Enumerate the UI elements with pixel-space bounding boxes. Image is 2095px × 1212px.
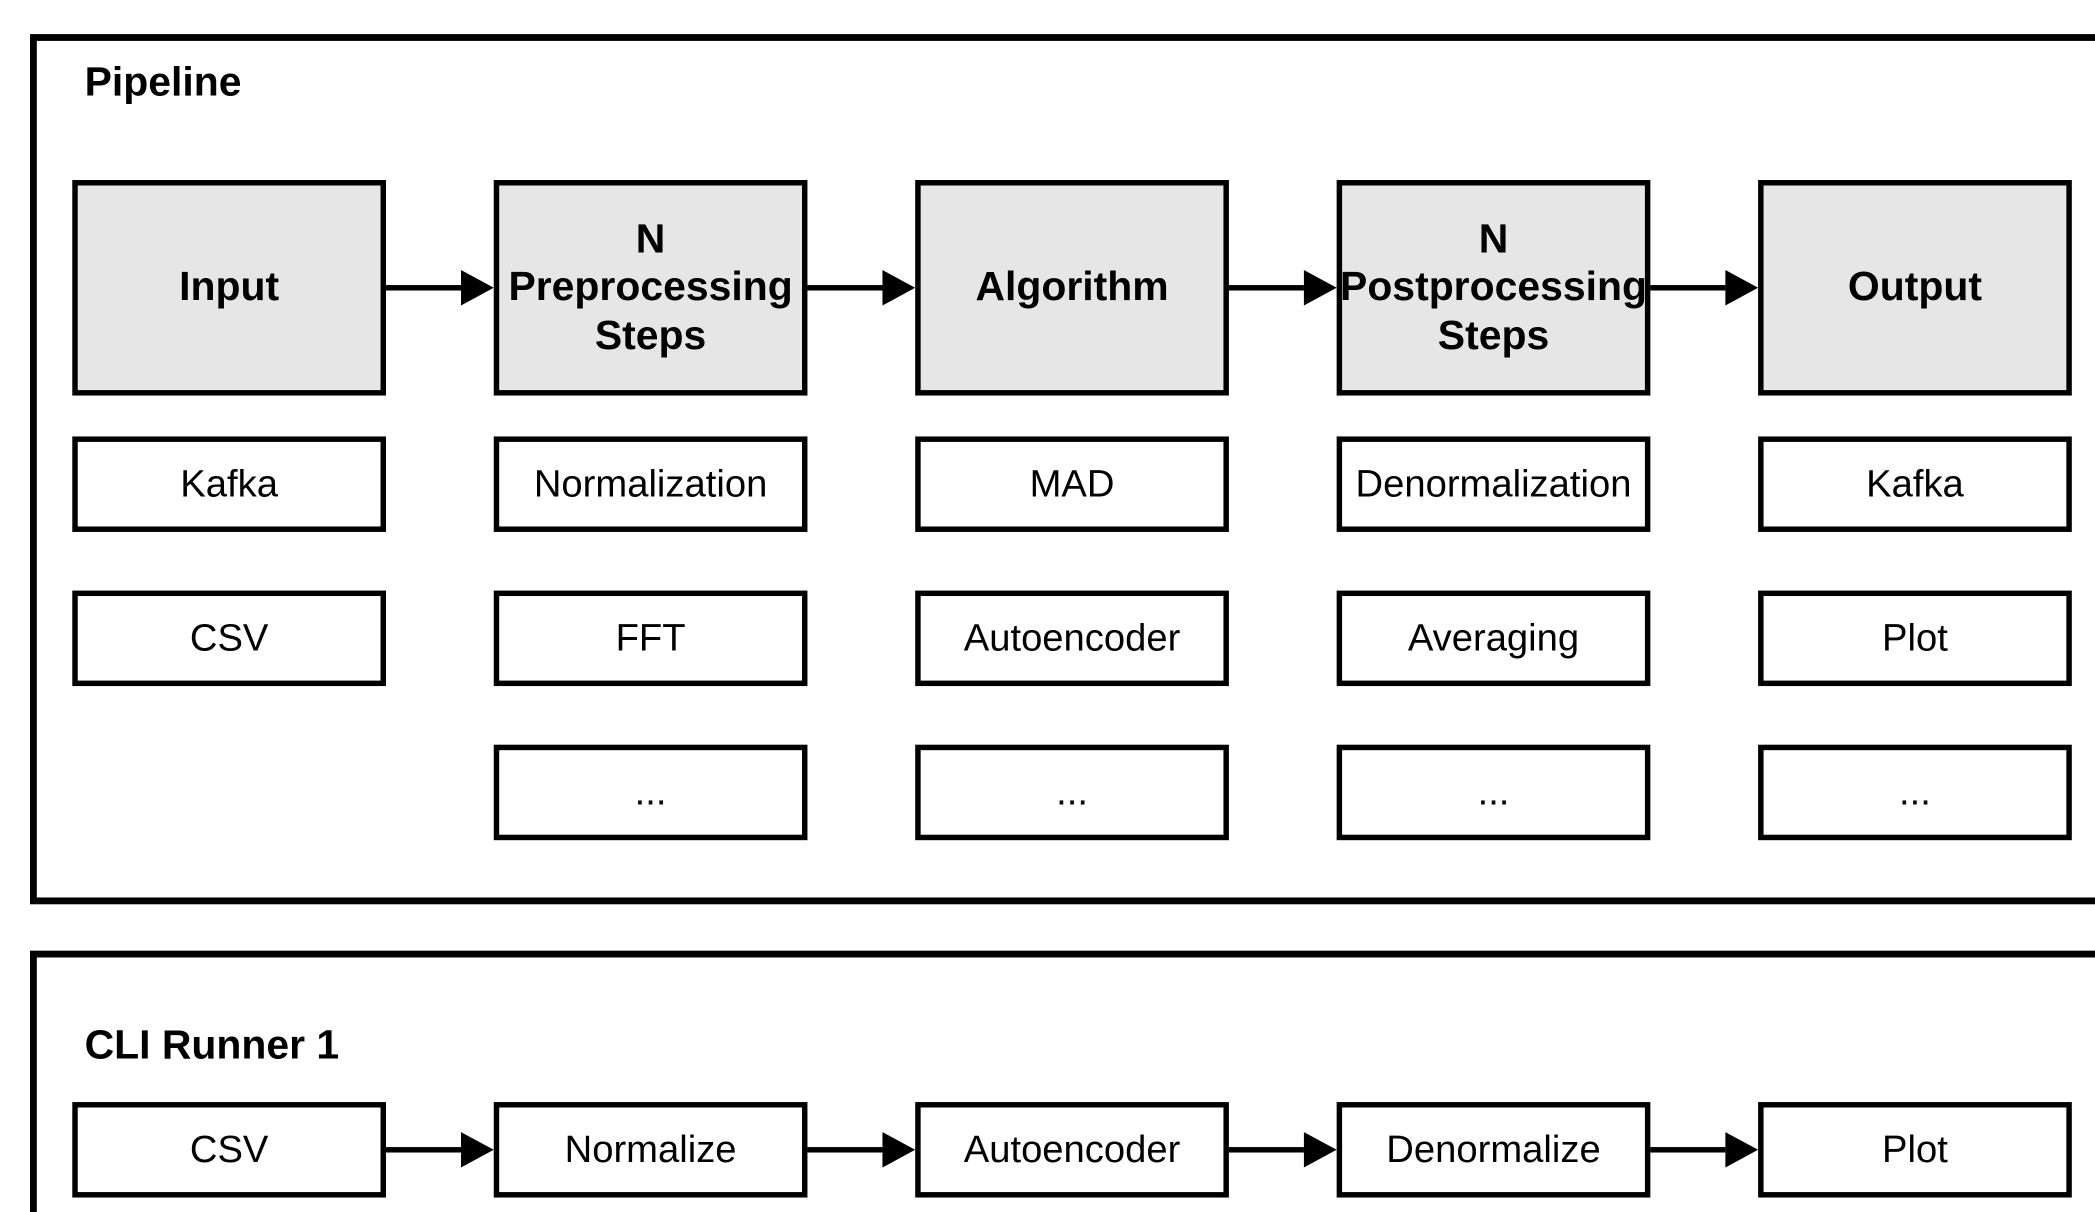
cli-runner-1-step-1-label: Normalize: [564, 1128, 737, 1171]
pipeline-option-output-2-label: ...: [1899, 771, 1931, 814]
cli-runner-1-group-title: CLI Runner 1: [84, 1022, 340, 1068]
pipeline-option-preprocessing-2-label: ...: [634, 771, 667, 814]
cli-runner-1-step-3-label: Denormalize: [1386, 1128, 1601, 1171]
pipeline-option-preprocessing-2[interactable]: ...: [493, 744, 808, 841]
cli-runner-1-step-4-label: Plot: [1882, 1128, 1948, 1171]
pipeline-option-input-0[interactable]: Kafka: [72, 436, 386, 532]
pipeline-option-postprocessing-0-label: Denormalization: [1355, 463, 1632, 506]
pipeline-header-preprocessing[interactable]: N Preprocessing Steps: [493, 180, 808, 396]
pipeline-header-postprocessing-label: N Postprocessing Steps: [1340, 216, 1647, 359]
pipeline-option-algorithm-2-label: ...: [1056, 771, 1088, 814]
pipeline-header-input[interactable]: Input: [72, 180, 386, 396]
pipeline-option-postprocessing-1[interactable]: Averaging: [1336, 590, 1651, 687]
pipeline-option-algorithm-0-label: MAD: [1029, 463, 1115, 506]
pipeline-header-input-label: Input: [179, 265, 280, 311]
pipeline-header-algorithm[interactable]: Algorithm: [915, 180, 1229, 396]
pipeline-option-input-1-label: CSV: [189, 617, 269, 660]
pipeline-option-output-1-label: Plot: [1882, 617, 1948, 660]
pipeline-option-postprocessing-2[interactable]: ...: [1336, 744, 1651, 841]
pipeline-group-title: Pipeline: [84, 60, 242, 106]
cli-runner-1-step-0[interactable]: CSV: [72, 1102, 386, 1198]
pipeline-option-postprocessing-0[interactable]: Denormalization: [1336, 436, 1651, 532]
pipeline-header-output-label: Output: [1847, 265, 1982, 311]
pipeline-header-algorithm-label: Algorithm: [975, 265, 1169, 311]
pipeline-option-postprocessing-2-label: ...: [1477, 771, 1510, 814]
pipeline-option-algorithm-1[interactable]: Autoencoder: [915, 590, 1229, 687]
pipeline-option-preprocessing-1-label: FFT: [615, 617, 686, 660]
pipeline-option-preprocessing-0[interactable]: Normalization: [493, 436, 808, 532]
pipeline-option-preprocessing-1[interactable]: FFT: [493, 590, 808, 687]
pipeline-option-algorithm-2[interactable]: ...: [915, 744, 1229, 841]
pipeline-option-preprocessing-0-label: Normalization: [533, 463, 768, 506]
pipeline-option-output-0-label: Kafka: [1866, 463, 1964, 506]
cli-runner-1-step-2-label: Autoencoder: [963, 1128, 1181, 1171]
cli-runner-1-step-1[interactable]: Normalize: [493, 1102, 808, 1198]
cli-runner-1-step-4[interactable]: Plot: [1758, 1102, 2072, 1198]
pipeline-option-input-0-label: Kafka: [180, 463, 278, 506]
pipeline-option-output-1[interactable]: Plot: [1758, 590, 2072, 687]
pipeline-option-input-1[interactable]: CSV: [72, 590, 386, 687]
pipeline-option-algorithm-1-label: Autoencoder: [963, 617, 1181, 660]
cli-runner-1-step-2[interactable]: Autoencoder: [915, 1102, 1229, 1198]
cli-runner-1-step-3[interactable]: Denormalize: [1336, 1102, 1651, 1198]
pipeline-header-postprocessing[interactable]: N Postprocessing Steps: [1336, 180, 1651, 396]
cli-runner-1-step-0-label: CSV: [189, 1128, 269, 1171]
pipeline-header-preprocessing-label: N Preprocessing Steps: [508, 216, 793, 359]
pipeline-option-output-0[interactable]: Kafka: [1758, 436, 2072, 532]
pipeline-option-output-2[interactable]: ...: [1758, 744, 2072, 841]
pipeline-header-output[interactable]: Output: [1758, 180, 2072, 396]
pipeline-option-algorithm-0[interactable]: MAD: [915, 436, 1229, 532]
pipeline-option-postprocessing-1-label: Averaging: [1407, 617, 1580, 660]
